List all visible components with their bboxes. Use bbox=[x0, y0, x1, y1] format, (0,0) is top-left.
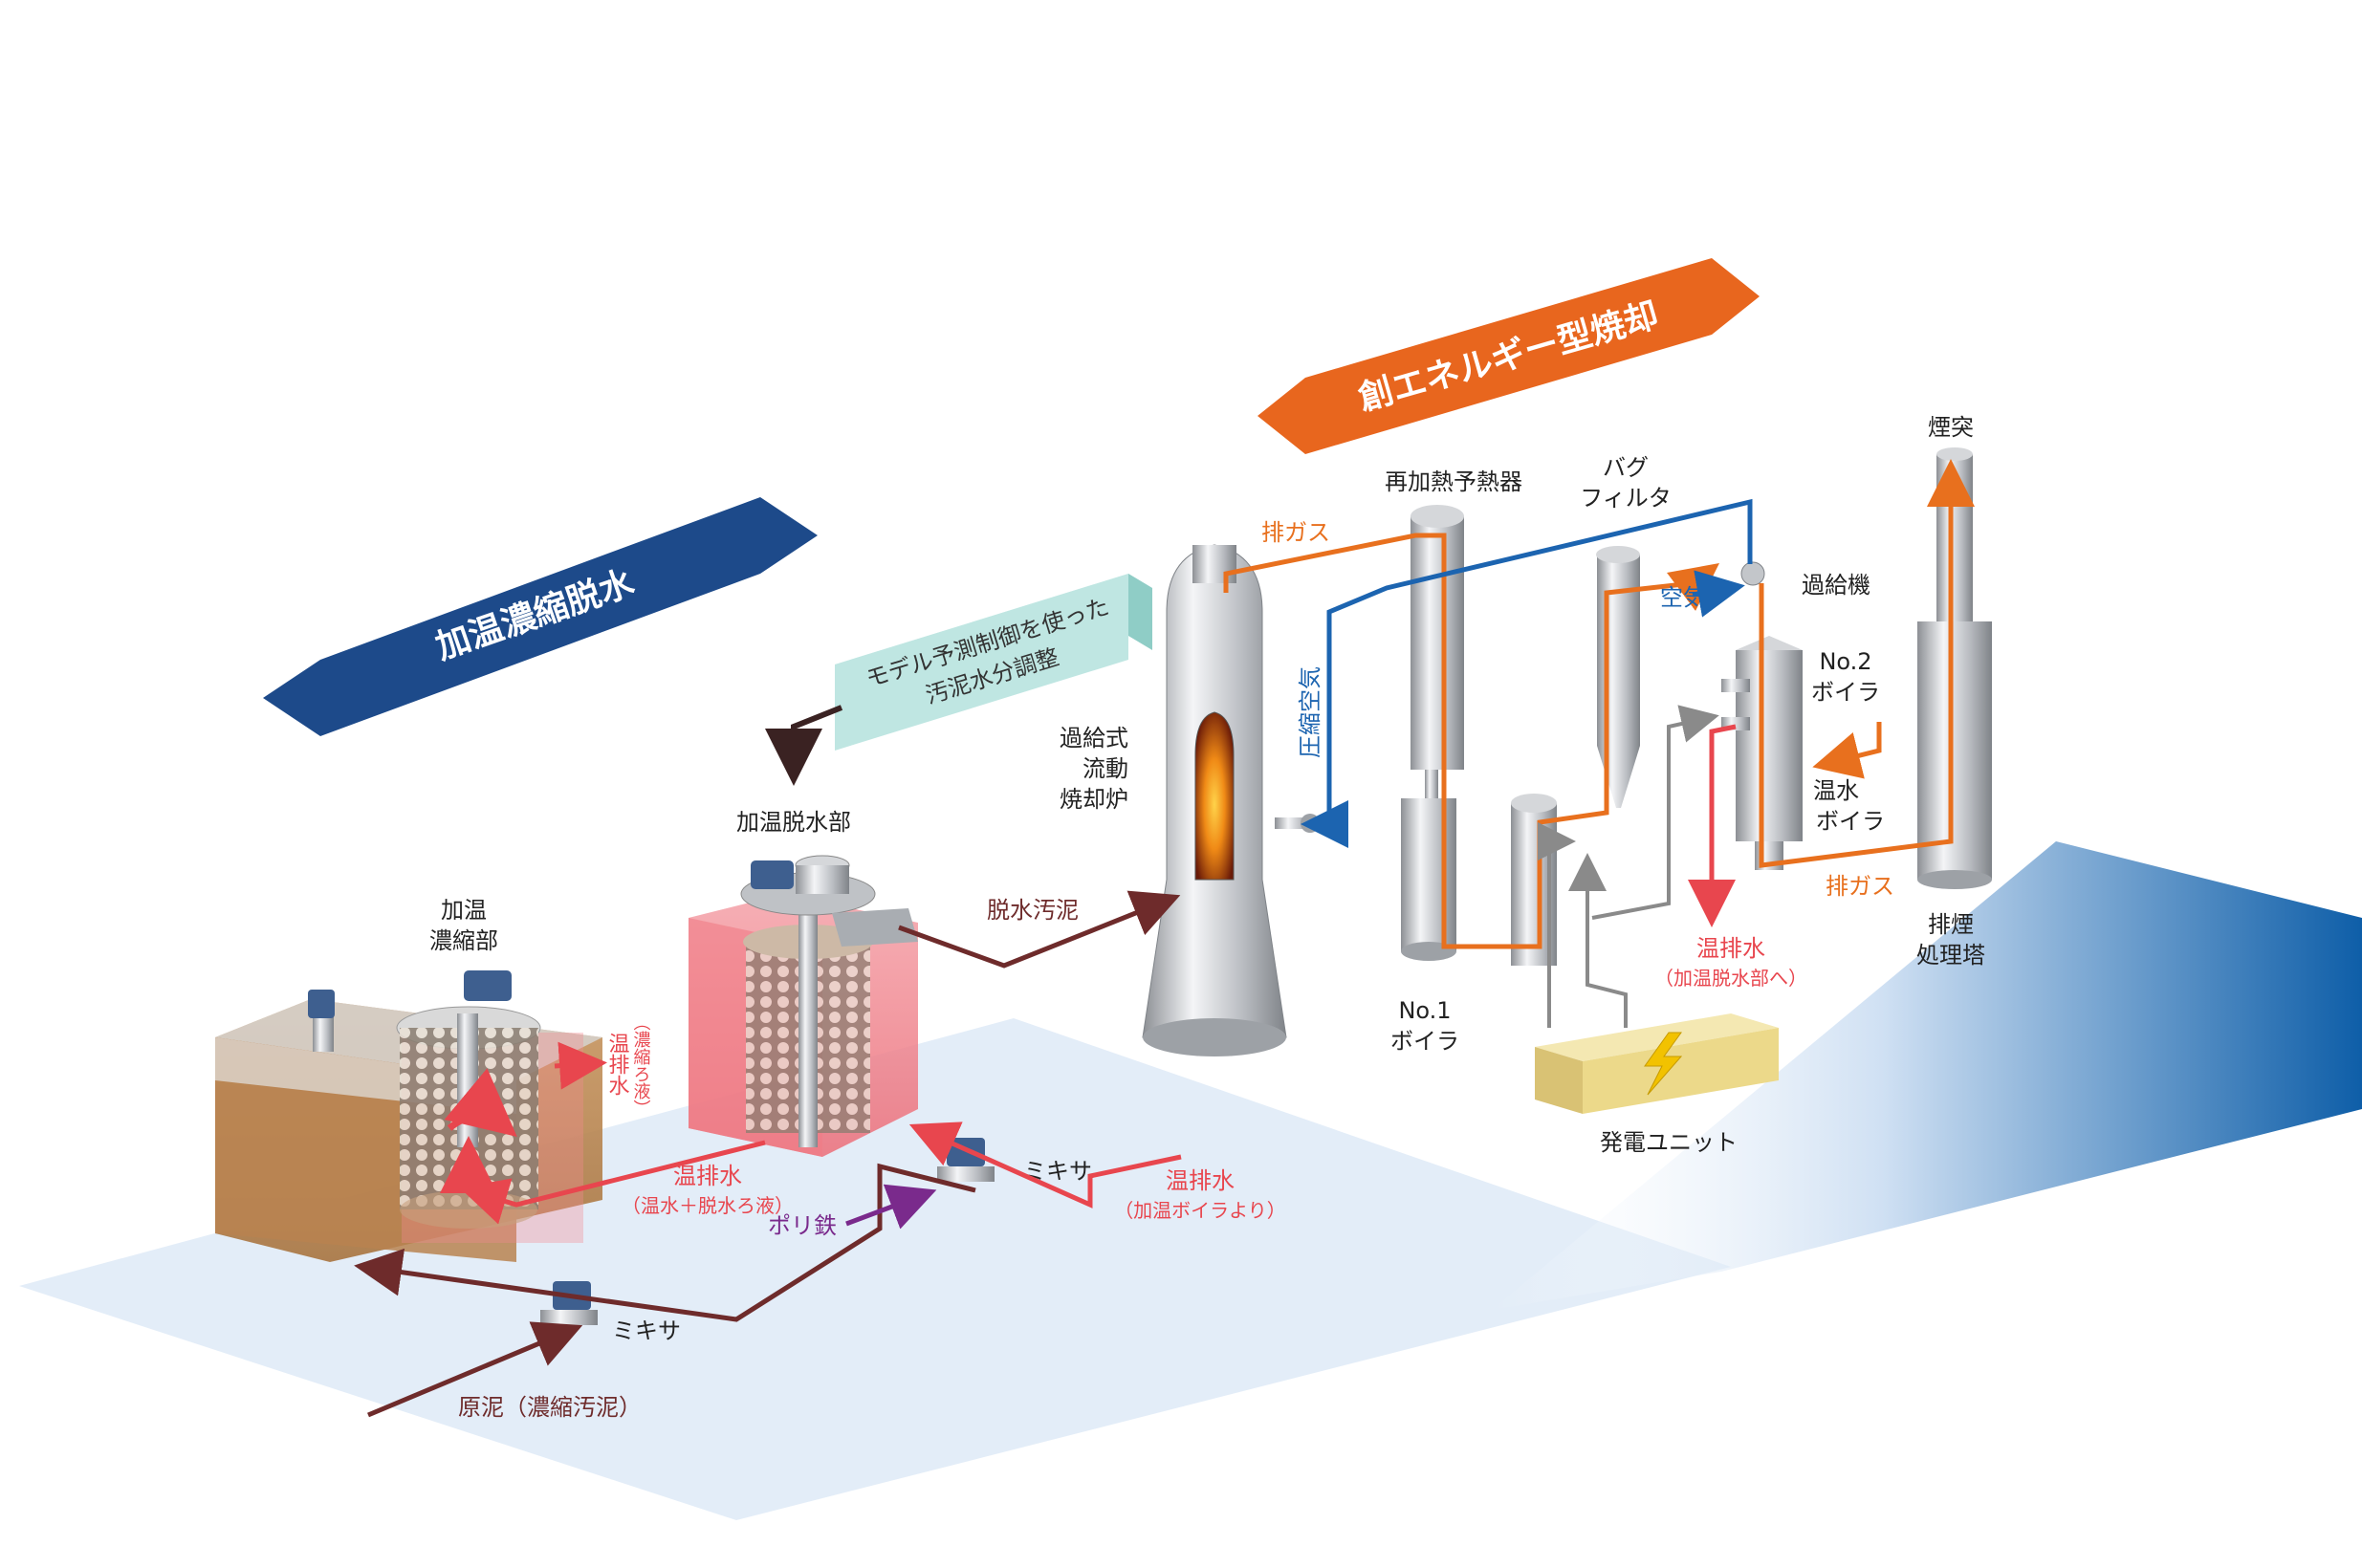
concentration-label-1: 加温 bbox=[441, 897, 487, 924]
flow-sludge-loop bbox=[354, 1163, 976, 1322]
concentration-label-2: 濃縮部 bbox=[429, 927, 498, 954]
flow-warm-drain-filtrate bbox=[554, 1041, 607, 1090]
warm-drain-2-line1: 温排水 bbox=[673, 1163, 742, 1189]
flow-air-in bbox=[1692, 570, 1745, 618]
boiler2-label-1: No.2 bbox=[1819, 648, 1871, 675]
raw-sludge-label: 原泥（濃縮汚泥） bbox=[458, 1394, 642, 1421]
supercharger-label: 過給機 bbox=[1802, 572, 1870, 599]
boiler2 bbox=[1721, 561, 1803, 870]
scrubber-label-1: 排煙 bbox=[1928, 911, 1974, 938]
hot-water-boiler-label-2: ボイラ bbox=[1816, 808, 1885, 835]
warm-drain-vertical-b: （濃縮ろ液） bbox=[631, 1013, 651, 1117]
reheater-column bbox=[1401, 505, 1557, 966]
floor-right bbox=[1492, 841, 2362, 1310]
dewatering-label: 加温脱水部 bbox=[736, 809, 851, 836]
flow-warm-drain-to-concentration bbox=[459, 1140, 766, 1225]
furnace-label-2: 流動 bbox=[1083, 755, 1128, 782]
reheater-label: 再加熱予熱器 bbox=[1385, 468, 1522, 495]
flow-steam-3 bbox=[1568, 853, 1628, 1028]
chimney-label: 煙突 bbox=[1928, 414, 1974, 441]
banner-left-shape bbox=[263, 497, 818, 736]
warm-drain-1-line2: （加温脱水部へ） bbox=[1654, 967, 1807, 990]
flow-air bbox=[1326, 498, 1753, 822]
exhaust-gas-label-2: 排ガス bbox=[1826, 873, 1894, 900]
bag-filter bbox=[1596, 546, 1640, 808]
flow-warm-drain-from-boiler bbox=[908, 1122, 1182, 1209]
flow-polyferric bbox=[845, 1184, 937, 1230]
bag-filter-label-1: バグ bbox=[1603, 454, 1649, 481]
banner-right-shape bbox=[1258, 258, 1760, 454]
air-label: 空気 bbox=[1660, 584, 1706, 611]
flow-exhaust-boiler2 bbox=[1759, 459, 1975, 868]
furnace bbox=[1142, 544, 1320, 1056]
boiler1-label-2: ボイラ bbox=[1390, 1028, 1459, 1055]
warm-drain-3-line1: 温排水 bbox=[1166, 1167, 1235, 1194]
flow-raw-sludge bbox=[367, 1321, 583, 1418]
boiler1-label-1: No.1 bbox=[1398, 997, 1451, 1024]
dewatered-sludge-label: 脱水汚泥 bbox=[987, 897, 1079, 924]
concentration-tank bbox=[215, 970, 602, 1262]
furnace-label-1: 過給式 bbox=[1060, 725, 1128, 751]
floor-left bbox=[19, 1018, 1731, 1520]
flow-compressed-air bbox=[1301, 800, 1348, 848]
flow-exhaust-main bbox=[1223, 533, 1719, 949]
control-arrow bbox=[765, 705, 843, 786]
boiler2-label-2: ボイラ bbox=[1811, 679, 1880, 706]
power-unit-label: 発電ユニット bbox=[1600, 1129, 1738, 1156]
power-unit bbox=[1535, 1013, 1779, 1114]
furnace-label-3: 焼却炉 bbox=[1060, 786, 1128, 813]
warm-drain-1-line1: 温排水 bbox=[1696, 935, 1765, 962]
warm-drain-2-line2: （温水＋脱水ろ液） bbox=[622, 1194, 794, 1217]
dewatering-tank bbox=[689, 855, 918, 1157]
flow-exhaust-return bbox=[1812, 722, 1882, 779]
hot-water-boiler-label-1: 温水 bbox=[1813, 777, 1859, 804]
polyferric-label: ポリ鉄 bbox=[768, 1212, 837, 1239]
warm-drain-vertical-a: 温排水 bbox=[605, 1033, 630, 1096]
scrubber-label-2: 処理塔 bbox=[1916, 942, 1985, 969]
chimney bbox=[1917, 447, 1992, 889]
exhaust-gas-label-1: 排ガス bbox=[1261, 519, 1330, 546]
flow-steam-1 bbox=[1538, 822, 1576, 1028]
flow-dewatered-sludge bbox=[898, 890, 1181, 969]
bag-filter-label-2: フィルタ bbox=[1580, 485, 1672, 512]
warm-drain-3-line2: （加温ボイラより） bbox=[1114, 1199, 1286, 1222]
flow-steam-2 bbox=[1591, 705, 1719, 920]
control-box-front bbox=[835, 574, 1128, 751]
compressed-air-label: 圧縮空気 bbox=[1297, 666, 1323, 758]
flow-warm-drain-boiler bbox=[1688, 724, 1737, 927]
control-box-side bbox=[1128, 574, 1152, 650]
mixer-b-label: ミキサ bbox=[612, 1318, 681, 1344]
